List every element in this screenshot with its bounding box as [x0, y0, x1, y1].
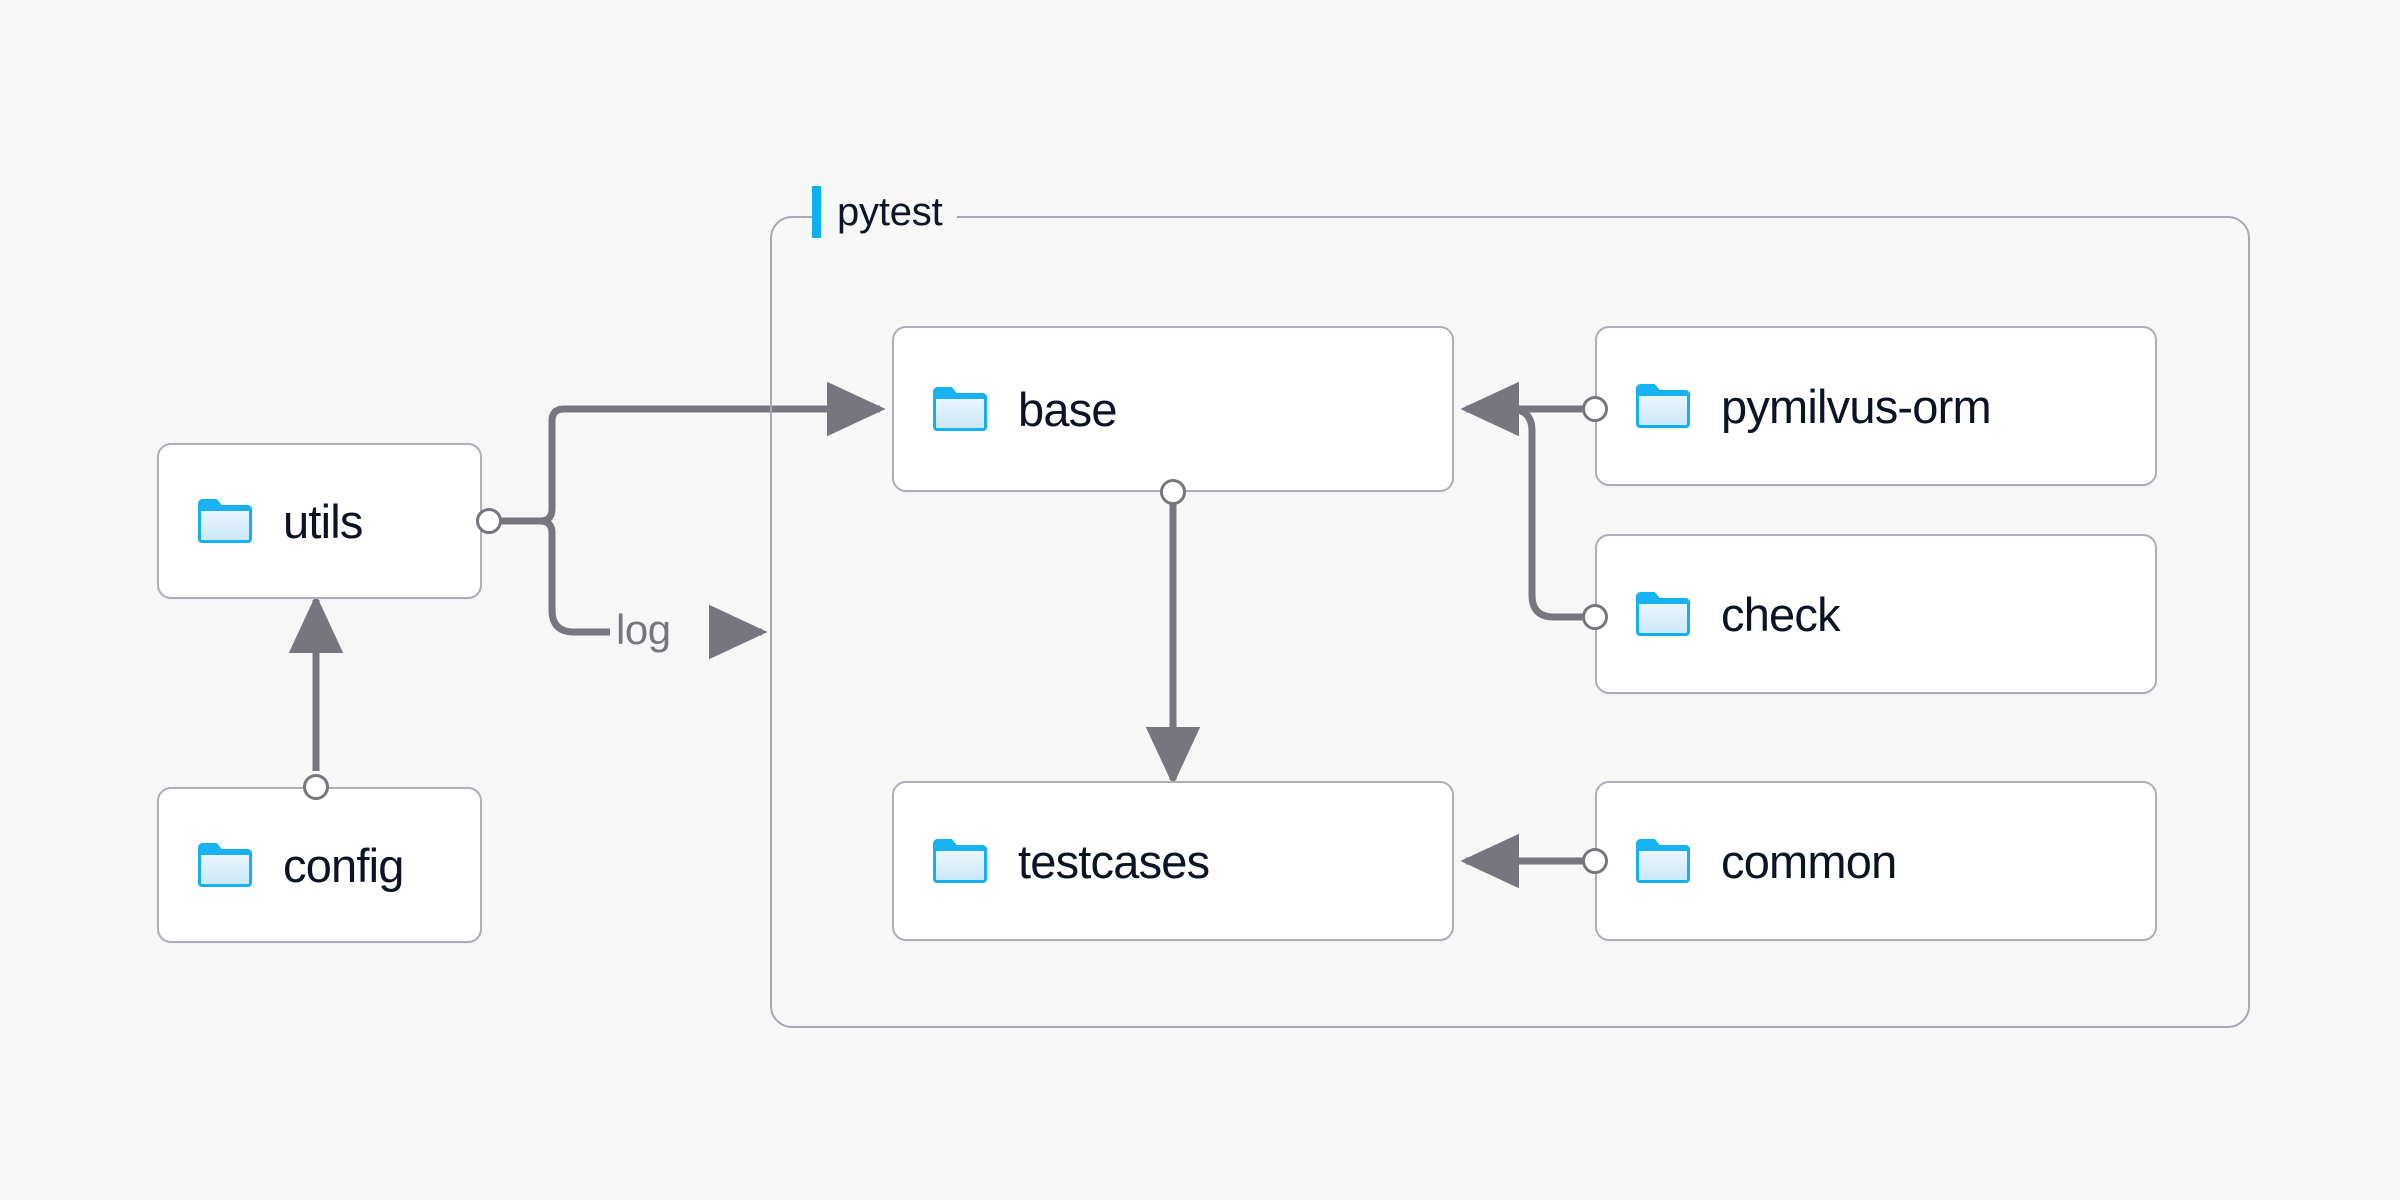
node-common[interactable]: common — [1595, 781, 2157, 941]
folder-icon — [933, 839, 987, 883]
node-label: utils — [283, 494, 363, 548]
folder-icon — [1636, 384, 1690, 428]
node-label: config — [283, 838, 404, 892]
port-pymilvus-orm-left[interactable] — [1582, 396, 1608, 422]
node-label: check — [1721, 587, 1841, 641]
edge-utils-log — [528, 517, 612, 636]
folder-icon — [1636, 839, 1690, 883]
node-label: pymilvus-orm — [1721, 379, 1992, 433]
group-title: pytest — [837, 189, 943, 234]
port-utils-right[interactable] — [476, 508, 502, 534]
port-config-top[interactable] — [303, 774, 329, 800]
accent-bar-icon — [812, 186, 821, 238]
group-pytest-label: pytest — [812, 185, 957, 239]
node-label: testcases — [1018, 834, 1210, 888]
node-config[interactable]: config — [157, 787, 482, 943]
node-check[interactable]: check — [1595, 534, 2157, 694]
node-base[interactable]: base — [892, 326, 1454, 492]
folder-icon — [933, 387, 987, 431]
group-pytest[interactable] — [770, 216, 2250, 1028]
node-label: base — [1018, 382, 1118, 436]
node-utils[interactable]: utils — [157, 443, 482, 599]
port-base-bottom[interactable] — [1160, 479, 1186, 505]
node-testcases[interactable]: testcases — [892, 781, 1454, 941]
node-label: common — [1721, 834, 1897, 888]
node-pymilvus-orm[interactable]: pymilvus-orm — [1595, 326, 2157, 486]
folder-icon — [1636, 592, 1690, 636]
folder-icon — [198, 843, 252, 887]
port-common-left[interactable] — [1582, 848, 1608, 874]
edge-label-log: log — [610, 609, 677, 651]
folder-icon — [198, 499, 252, 543]
port-check-left[interactable] — [1582, 604, 1608, 630]
